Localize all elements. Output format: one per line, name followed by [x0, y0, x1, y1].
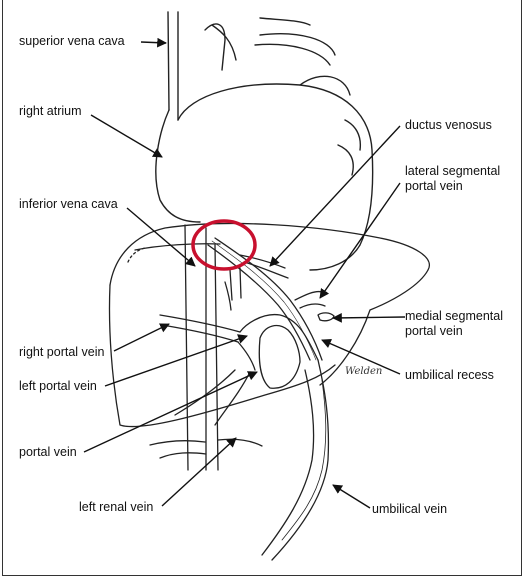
arrow-medial-segmental	[332, 312, 406, 323]
arrow-umbilical-recess	[321, 339, 401, 375]
signature-text: Welden	[345, 366, 382, 377]
arrow-right-portal-vein	[113, 323, 170, 352]
arrow-left-portal-vein	[104, 334, 248, 387]
label-arrows	[83, 37, 406, 509]
ivc-and-portal	[149, 224, 335, 561]
liver-outline	[108, 222, 430, 428]
highlight-circle	[191, 219, 257, 271]
label-lateral-segmental-portal-vein: lateral segmental portal vein	[405, 164, 501, 193]
label-right-portal-vein: right portal vein	[19, 345, 105, 359]
label-left-renal-vein: left renal vein	[79, 500, 154, 514]
label-superior-vena-cava: superior vena cava	[19, 34, 125, 48]
label-inferior-vena-cava: inferior vena cava	[19, 197, 118, 211]
label-ductus-venosus: ductus venosus	[405, 118, 492, 132]
label-umbilical-recess: umbilical recess	[405, 368, 494, 382]
arrow-lateral-segmental	[319, 182, 401, 299]
label-umbilical-vein: umbilical vein	[372, 502, 448, 516]
heart-outline	[155, 11, 374, 271]
arrow-inferior-vena-cava	[126, 207, 196, 267]
arrow-umbilical-vein	[332, 484, 371, 509]
arrow-superior-vena-cava	[140, 37, 167, 48]
label-portal-vein: portal vein	[19, 445, 77, 459]
arrow-ductus-venosus	[269, 125, 401, 267]
arrow-right-atrium	[90, 114, 163, 158]
label-medial-segmental-portal-vein: medial segmental portal vein	[405, 309, 503, 338]
label-right-atrium: right atrium	[19, 104, 82, 118]
arrow-left-renal-vein	[161, 437, 237, 507]
label-left-portal-vein: left portal vein	[19, 379, 97, 393]
arrow-portal-vein	[83, 371, 258, 453]
